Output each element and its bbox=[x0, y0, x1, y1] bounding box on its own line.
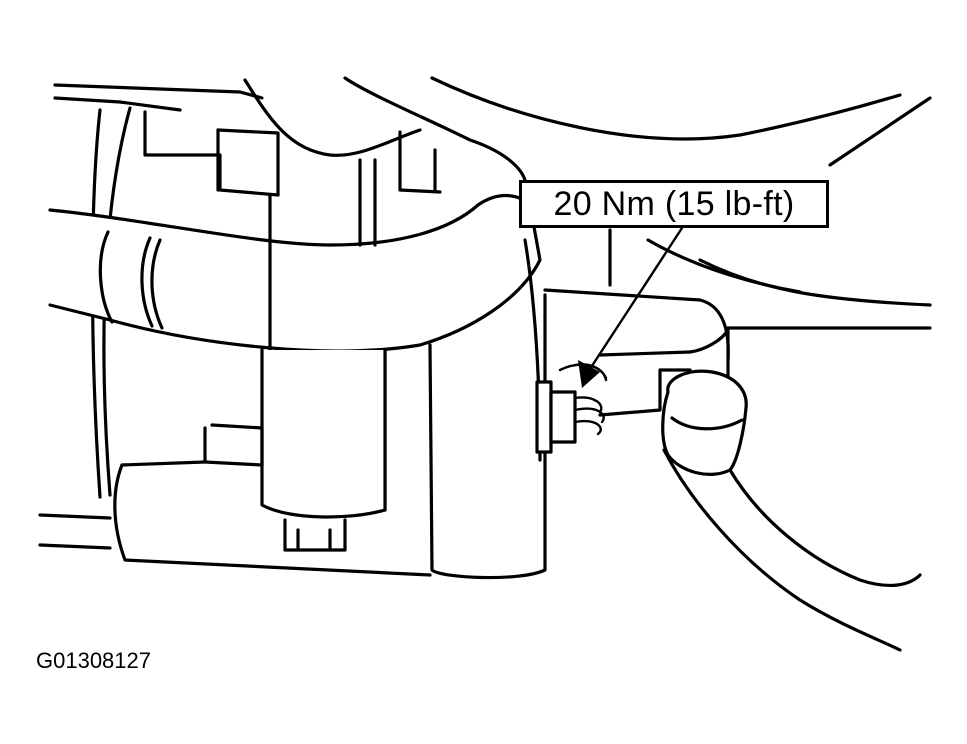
callout-leader-arrow bbox=[578, 226, 684, 388]
coolant-hose bbox=[48, 194, 542, 353]
outlet-pipe bbox=[598, 328, 922, 652]
mounting-bracket bbox=[260, 158, 387, 552]
figure-id: G01308127 bbox=[36, 648, 151, 673]
torque-callout: 20 Nm (15 lb-ft) bbox=[519, 180, 829, 228]
upper-bracket bbox=[143, 110, 442, 197]
hose-clamp bbox=[535, 363, 608, 454]
torque-spec-label: 20 Nm (15 lb-ft) bbox=[553, 184, 795, 223]
lower-bracket bbox=[113, 423, 432, 577]
